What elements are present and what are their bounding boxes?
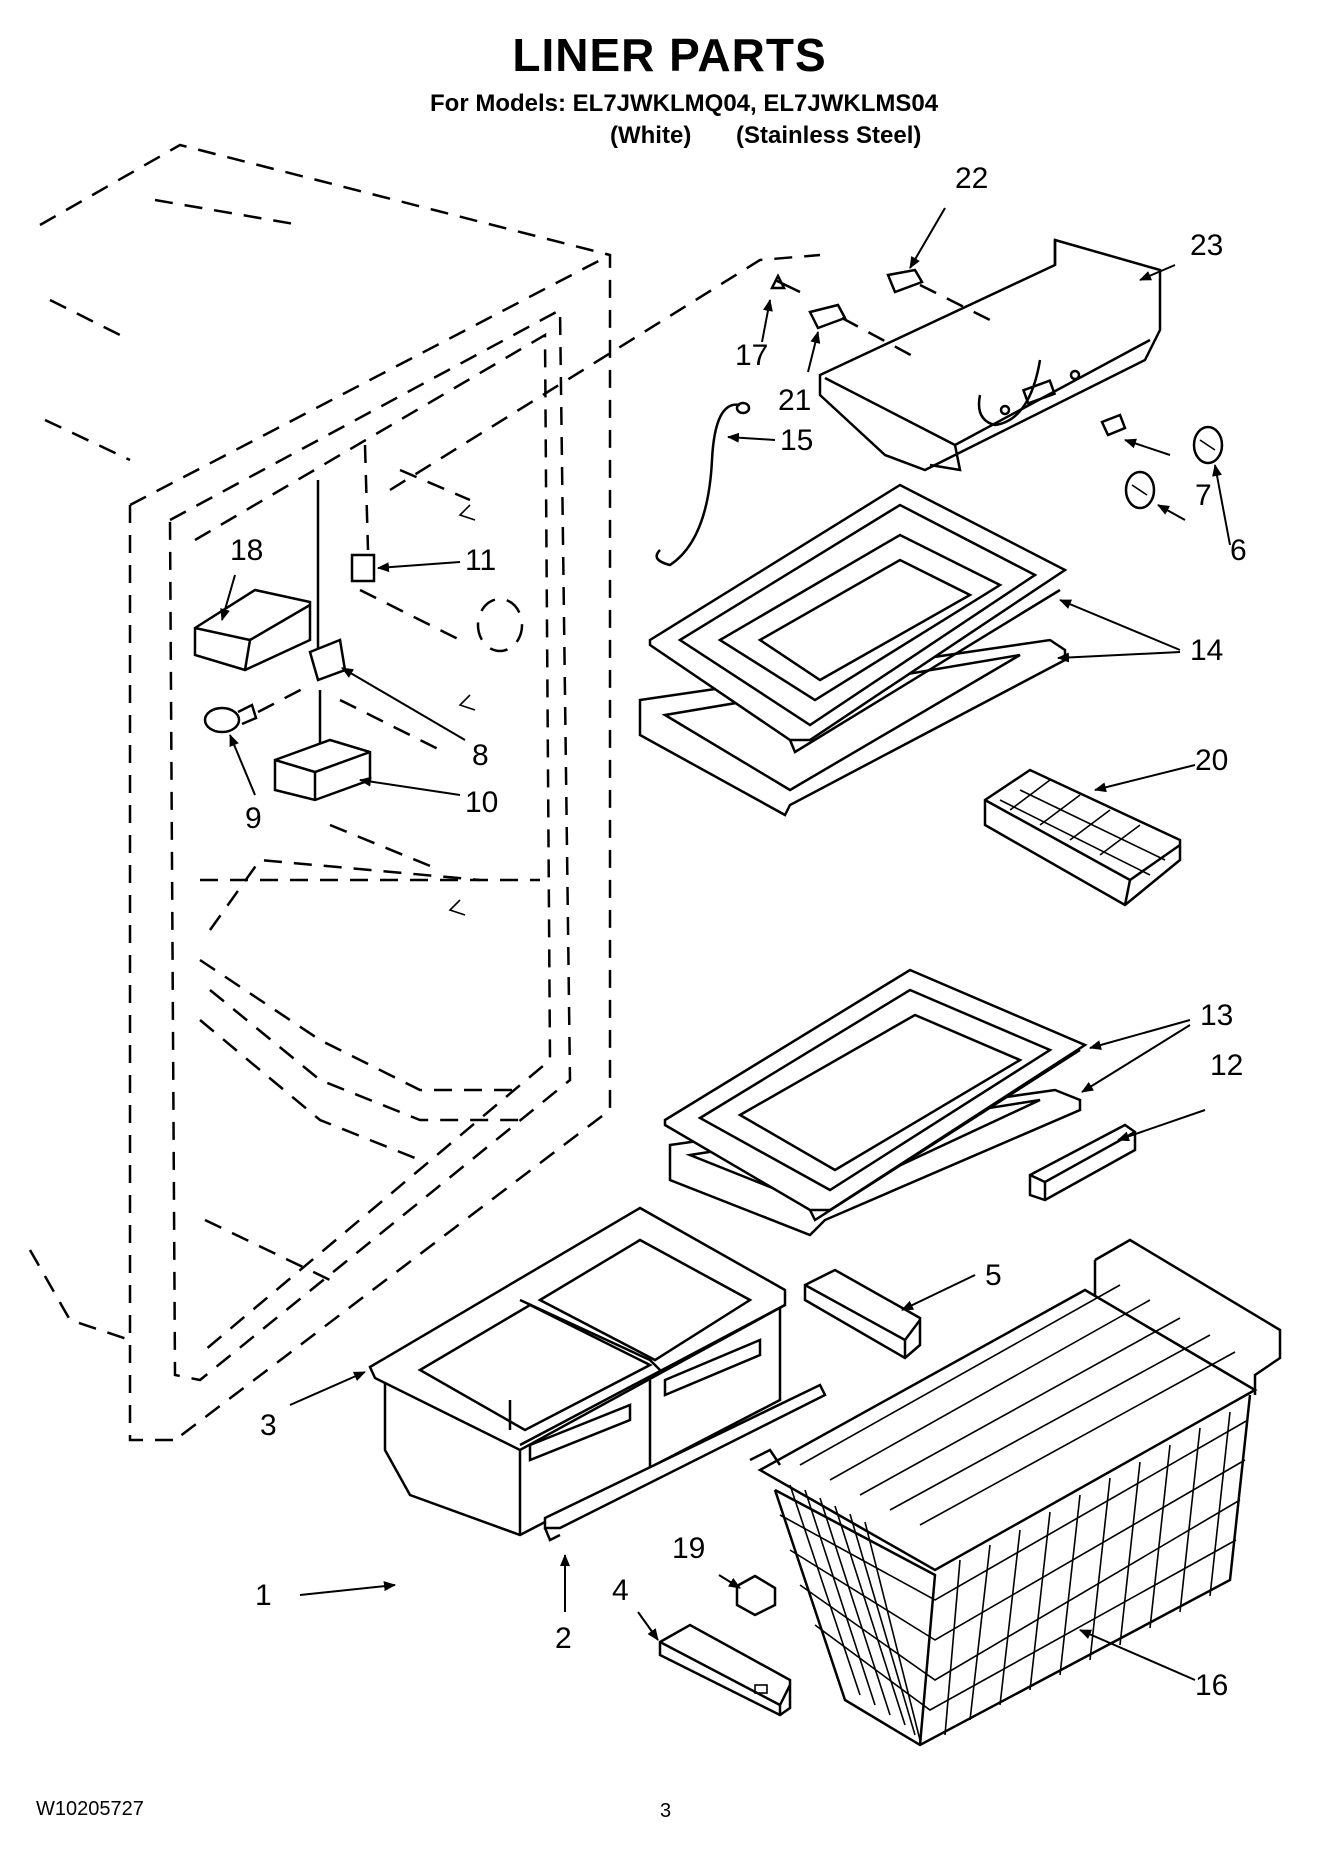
callout-16: 16 [1195, 1669, 1228, 1702]
callout-9: 9 [245, 802, 262, 835]
part-21-bracket [808, 303, 921, 362]
callout-11: 11 [465, 544, 496, 577]
callout-labels: 1 2 3 4 5 6 7 8 9 10 11 12 13 14 15 16 1… [230, 162, 1247, 1702]
part-6-knobs [1124, 425, 1224, 510]
part-18-housing [193, 588, 312, 672]
part-19-clip [735, 1574, 777, 1617]
variant-white: (White) [610, 122, 692, 149]
callout-23: 23 [1190, 229, 1223, 262]
part-22-bracket [886, 268, 1001, 327]
callout-13: 13 [1200, 999, 1233, 1032]
part-4-rail [658, 1623, 792, 1717]
callout-12: 12 [1210, 1049, 1243, 1082]
callout-5: 5 [985, 1259, 1002, 1292]
callout-17: 17 [735, 339, 768, 372]
callout-18: 18 [230, 534, 263, 567]
part-11-switch [350, 444, 376, 583]
cabinet-liner-outline [28, 143, 821, 1442]
part-20-ice-tray [983, 768, 1182, 907]
part-13-lower-shelves [663, 968, 1088, 1237]
callout-2: 2 [555, 1622, 572, 1655]
callout-15: 15 [780, 424, 813, 457]
part-15-tube [655, 401, 751, 567]
part-3-crisper-cover [368, 1206, 787, 1452]
part-17-screw [769, 273, 801, 294]
callout-21: 21 [778, 384, 811, 417]
part-16-wire-basket [749, 1238, 1282, 1747]
part-7-indicator [1100, 413, 1127, 437]
page-number: 3 [660, 1800, 672, 1822]
part-23-cover-assembly [818, 238, 1162, 472]
callout-4: 4 [612, 1574, 629, 1607]
callout-19: 19 [672, 1532, 705, 1565]
callout-8: 8 [472, 739, 489, 772]
variant-stainless: (Stainless Steel) [736, 122, 922, 149]
part-14-upper-shelves [638, 483, 1068, 817]
callout-6: 6 [1230, 534, 1247, 567]
part-12-bracket [1028, 1123, 1137, 1202]
models-line: For Models: EL7JWKLMQ04, EL7JWKLMS04 [430, 90, 939, 117]
document-number: W10205727 [36, 1798, 144, 1820]
part-10-shield [273, 690, 372, 802]
part-2-rail [543, 1383, 827, 1542]
page-title: LINER PARTS [512, 29, 827, 81]
callout-3: 3 [260, 1409, 277, 1442]
part-8-socket [308, 480, 347, 682]
callout-22: 22 [955, 162, 988, 195]
callout-10: 10 [465, 786, 498, 819]
callout-7: 7 [1195, 479, 1212, 512]
callout-14: 14 [1190, 634, 1223, 667]
callout-1: 1 [255, 1579, 272, 1612]
leader-arrows [220, 207, 1231, 1681]
callout-20: 20 [1195, 744, 1228, 777]
part-5-divider [803, 1268, 922, 1360]
part-9-bulb [203, 683, 311, 734]
